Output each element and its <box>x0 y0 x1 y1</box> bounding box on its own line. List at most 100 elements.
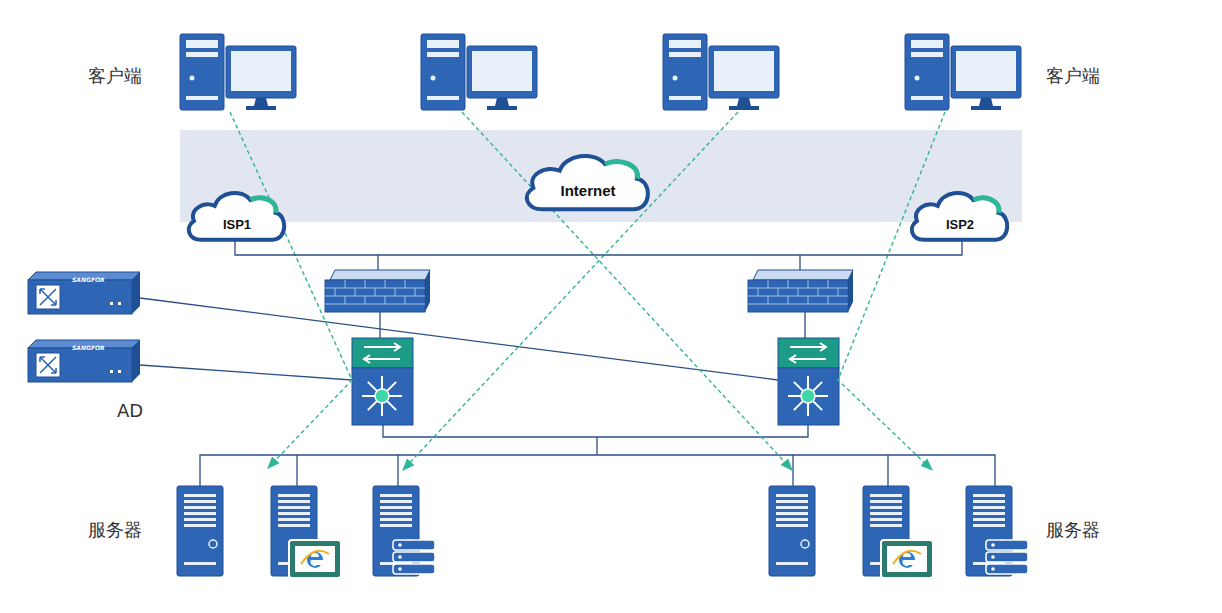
ad-body <box>28 280 132 314</box>
tower-panel <box>186 52 218 57</box>
server-slot <box>184 512 216 515</box>
stand <box>254 98 268 106</box>
wire <box>383 425 808 437</box>
server-slot <box>278 506 310 509</box>
server-slot <box>278 524 310 527</box>
storage-unit <box>393 564 435 574</box>
server-slot <box>380 518 412 521</box>
server-slot <box>776 512 808 515</box>
ad-icon-arrows <box>40 357 56 373</box>
ad-body <box>28 348 132 382</box>
server-body <box>177 486 223 576</box>
traffic-flow <box>403 112 738 470</box>
server-slot <box>184 518 216 521</box>
cloud-text: ISP2 <box>908 186 1012 252</box>
monitor <box>226 46 296 98</box>
brick-line <box>768 280 769 288</box>
cloud-node: Internet <box>522 148 654 212</box>
server-slot <box>184 506 216 509</box>
server-slot <box>278 494 310 497</box>
group-label: 客户端 <box>88 64 142 88</box>
screen <box>956 51 1016 91</box>
storage-unit <box>986 564 1028 574</box>
stand <box>495 98 509 106</box>
power-button <box>915 76 920 81</box>
tower-slot <box>669 96 701 100</box>
base <box>487 106 517 110</box>
ad-side <box>132 340 140 382</box>
brick-line <box>818 288 819 296</box>
power-button <box>801 540 809 548</box>
storage-led <box>398 555 402 559</box>
link-line <box>235 238 962 255</box>
cloud-accent <box>973 198 999 213</box>
wire <box>792 455 793 488</box>
traffic-flow <box>462 112 792 470</box>
cloud-shape <box>522 148 654 212</box>
brick-line <box>768 296 769 304</box>
brick-line <box>788 296 789 304</box>
server-slot <box>278 518 310 521</box>
ad-icon <box>36 285 60 309</box>
brick-line <box>748 304 848 305</box>
server-slot <box>870 506 902 509</box>
client-computer <box>905 34 1021 110</box>
brick-line <box>788 280 789 288</box>
server-slot <box>973 494 1005 497</box>
storage-led <box>398 567 402 571</box>
web-panel <box>881 540 933 578</box>
server-slot <box>380 512 412 515</box>
cloud-label: ISP1 <box>223 217 251 232</box>
cloud-text: Internet <box>522 148 654 222</box>
screen <box>231 51 291 91</box>
ad-device <box>28 340 140 382</box>
power-button <box>190 76 195 81</box>
storage-unit <box>393 540 435 550</box>
brick-line <box>355 288 356 296</box>
brick-line <box>758 288 759 296</box>
tower-slot <box>911 96 943 100</box>
brick-line <box>345 296 346 304</box>
wire <box>200 455 995 488</box>
wire <box>887 455 888 488</box>
brick-line <box>405 296 406 304</box>
server-slot <box>973 512 1005 515</box>
ad-led <box>118 370 121 373</box>
wire <box>379 312 380 340</box>
server-slot <box>184 500 216 503</box>
brick-line <box>365 280 366 288</box>
wire <box>799 255 800 272</box>
ad-device <box>28 272 140 314</box>
screen <box>472 51 532 91</box>
wire <box>804 312 805 340</box>
star-center <box>801 389 815 403</box>
brick-line <box>375 288 376 296</box>
internet-band <box>180 130 1022 222</box>
ad-led <box>110 302 113 305</box>
monitor <box>951 46 1021 98</box>
firewall-body <box>325 280 425 312</box>
tower-slot <box>427 96 459 100</box>
server-slot <box>776 494 808 497</box>
brick-line <box>335 288 336 296</box>
storage-unit <box>986 540 1028 550</box>
web-screen <box>887 546 927 572</box>
ad-side <box>132 272 140 314</box>
ad-icon-arrows <box>40 289 56 305</box>
tower <box>663 34 707 110</box>
client-computer <box>663 34 779 110</box>
brick-line <box>828 280 829 288</box>
brick-line <box>808 280 809 288</box>
server-slot <box>870 518 902 521</box>
server-slot <box>776 500 808 503</box>
brick-line <box>415 288 416 296</box>
storage-led <box>991 555 995 559</box>
cloud-shape <box>908 186 1012 242</box>
stand <box>979 98 993 106</box>
brick-line <box>828 296 829 304</box>
browser-ring <box>301 551 329 564</box>
storage-unit <box>986 552 1028 562</box>
firewall <box>325 270 430 312</box>
